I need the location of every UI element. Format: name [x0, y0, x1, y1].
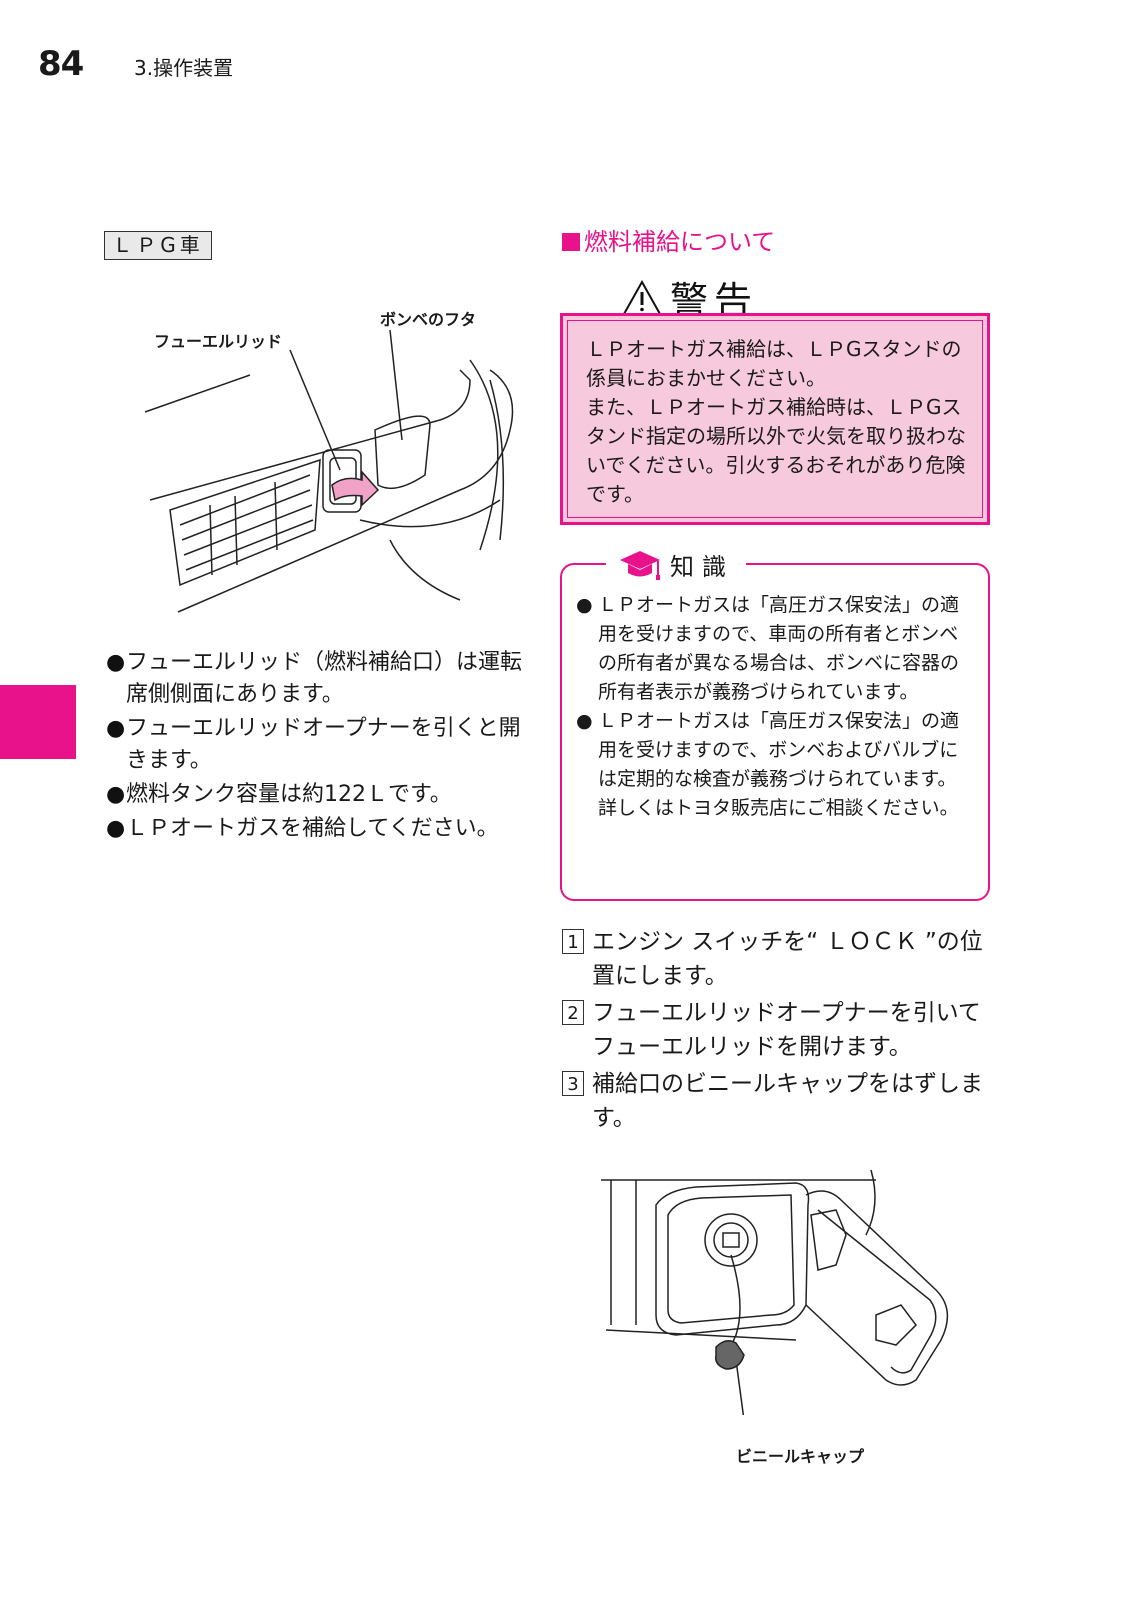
- square-marker-icon: [562, 233, 580, 251]
- section-label: 3.操作装置: [134, 56, 234, 80]
- warning-paragraph: また、ＬＰオートガス補給時は、ＬＰGスタンド指定の場所以外で火気を取り扱わないで…: [586, 395, 966, 506]
- fuel-lid-label: フューエルリッド: [154, 332, 283, 351]
- fuel-lid-notes: フューエルリッド（燃料補給口）は運転席側側面にあります。 フューエルリッドオープ…: [106, 647, 536, 847]
- info-list: ＬＰオートガスは「高圧ガス保安法」の適用を受けますので、車両の所有者とボンベの所…: [576, 591, 974, 823]
- info-title: 知識: [606, 547, 746, 582]
- step-number: 2: [562, 1000, 584, 1025]
- warning-paragraph: ＬＰオートガス補給は、ＬＰGスタンドの係員におまかせください。: [586, 337, 962, 390]
- vinyl-cap-label: ビニールキャップ: [736, 1447, 865, 1466]
- list-item: ＬＰオートガスは「高圧ガス保安法」の適用を受けますので、ボンベおよびバルブには定…: [576, 707, 974, 823]
- step-number: 1: [562, 929, 584, 954]
- info-title-text: 知識: [670, 553, 734, 581]
- list-item: ＬＰオートガスを補給してください。: [106, 813, 536, 845]
- vehicle-type-tag: ＬＰG車: [104, 231, 212, 260]
- warning-triangle-icon: [622, 279, 662, 315]
- graduation-cap-icon: [620, 550, 660, 580]
- fuel-lid-drawing: [144, 329, 514, 613]
- warning-content: ＬＰオートガス補給は、ＬＰGスタンドの係員におまかせください。 また、ＬＰオート…: [567, 320, 983, 518]
- filler-cap-drawing: [601, 1169, 949, 1421]
- step-item: 1 エンジン スイッチを“ ＬＯＣＫ ”の位置にします。: [562, 925, 1002, 993]
- warning-box: ＬＰオートガス補給は、ＬＰGスタンドの係員におまかせください。 また、ＬＰオート…: [560, 313, 990, 525]
- page-number: 84: [38, 44, 84, 84]
- step-text: エンジン スイッチを“ ＬＯＣＫ ”の位置にします。: [592, 929, 983, 989]
- filler-cap-illustration: ビニールキャップ: [596, 1165, 966, 1466]
- info-box: ＬＰオートガスは「高圧ガス保安法」の適用を受けますので、車両の所有者とボンベの所…: [560, 563, 990, 901]
- step-number: 3: [562, 1071, 584, 1096]
- list-item: ＬＰオートガスは「高圧ガス保安法」の適用を受けますので、車両の所有者とボンベの所…: [576, 591, 974, 707]
- step-text: 補給口のビニールキャップをはずします。: [592, 1071, 983, 1131]
- section-heading-text: 燃料補給について: [584, 228, 776, 256]
- step-text: フューエルリッドオープナーを引いてフューエルリッドを開けます。: [592, 1000, 981, 1060]
- cylinder-lid-label: ボンベのフタ: [380, 310, 477, 329]
- step-item: 2 フューエルリッドオープナーを引いてフューエルリッドを開けます。: [562, 996, 1002, 1064]
- chapter-side-tab: [0, 685, 76, 759]
- list-item: フューエルリッドオープナーを引くと開きます。: [106, 713, 536, 777]
- fuel-lid-illustration: フューエルリッド ボンベのフタ: [140, 300, 530, 620]
- section-heading: 燃料補給について: [562, 222, 775, 257]
- list-item: フューエルリッド（燃料補給口）は運転席側側面にあります。: [106, 647, 536, 711]
- list-item: 燃料タンク容量は約122Ｌです。: [106, 779, 536, 811]
- step-item: 3 補給口のビニールキャップをはずします。: [562, 1067, 1002, 1135]
- procedure-steps: 1 エンジン スイッチを“ ＬＯＣＫ ”の位置にします。 2 フューエルリッドオープ…: [562, 925, 1002, 1138]
